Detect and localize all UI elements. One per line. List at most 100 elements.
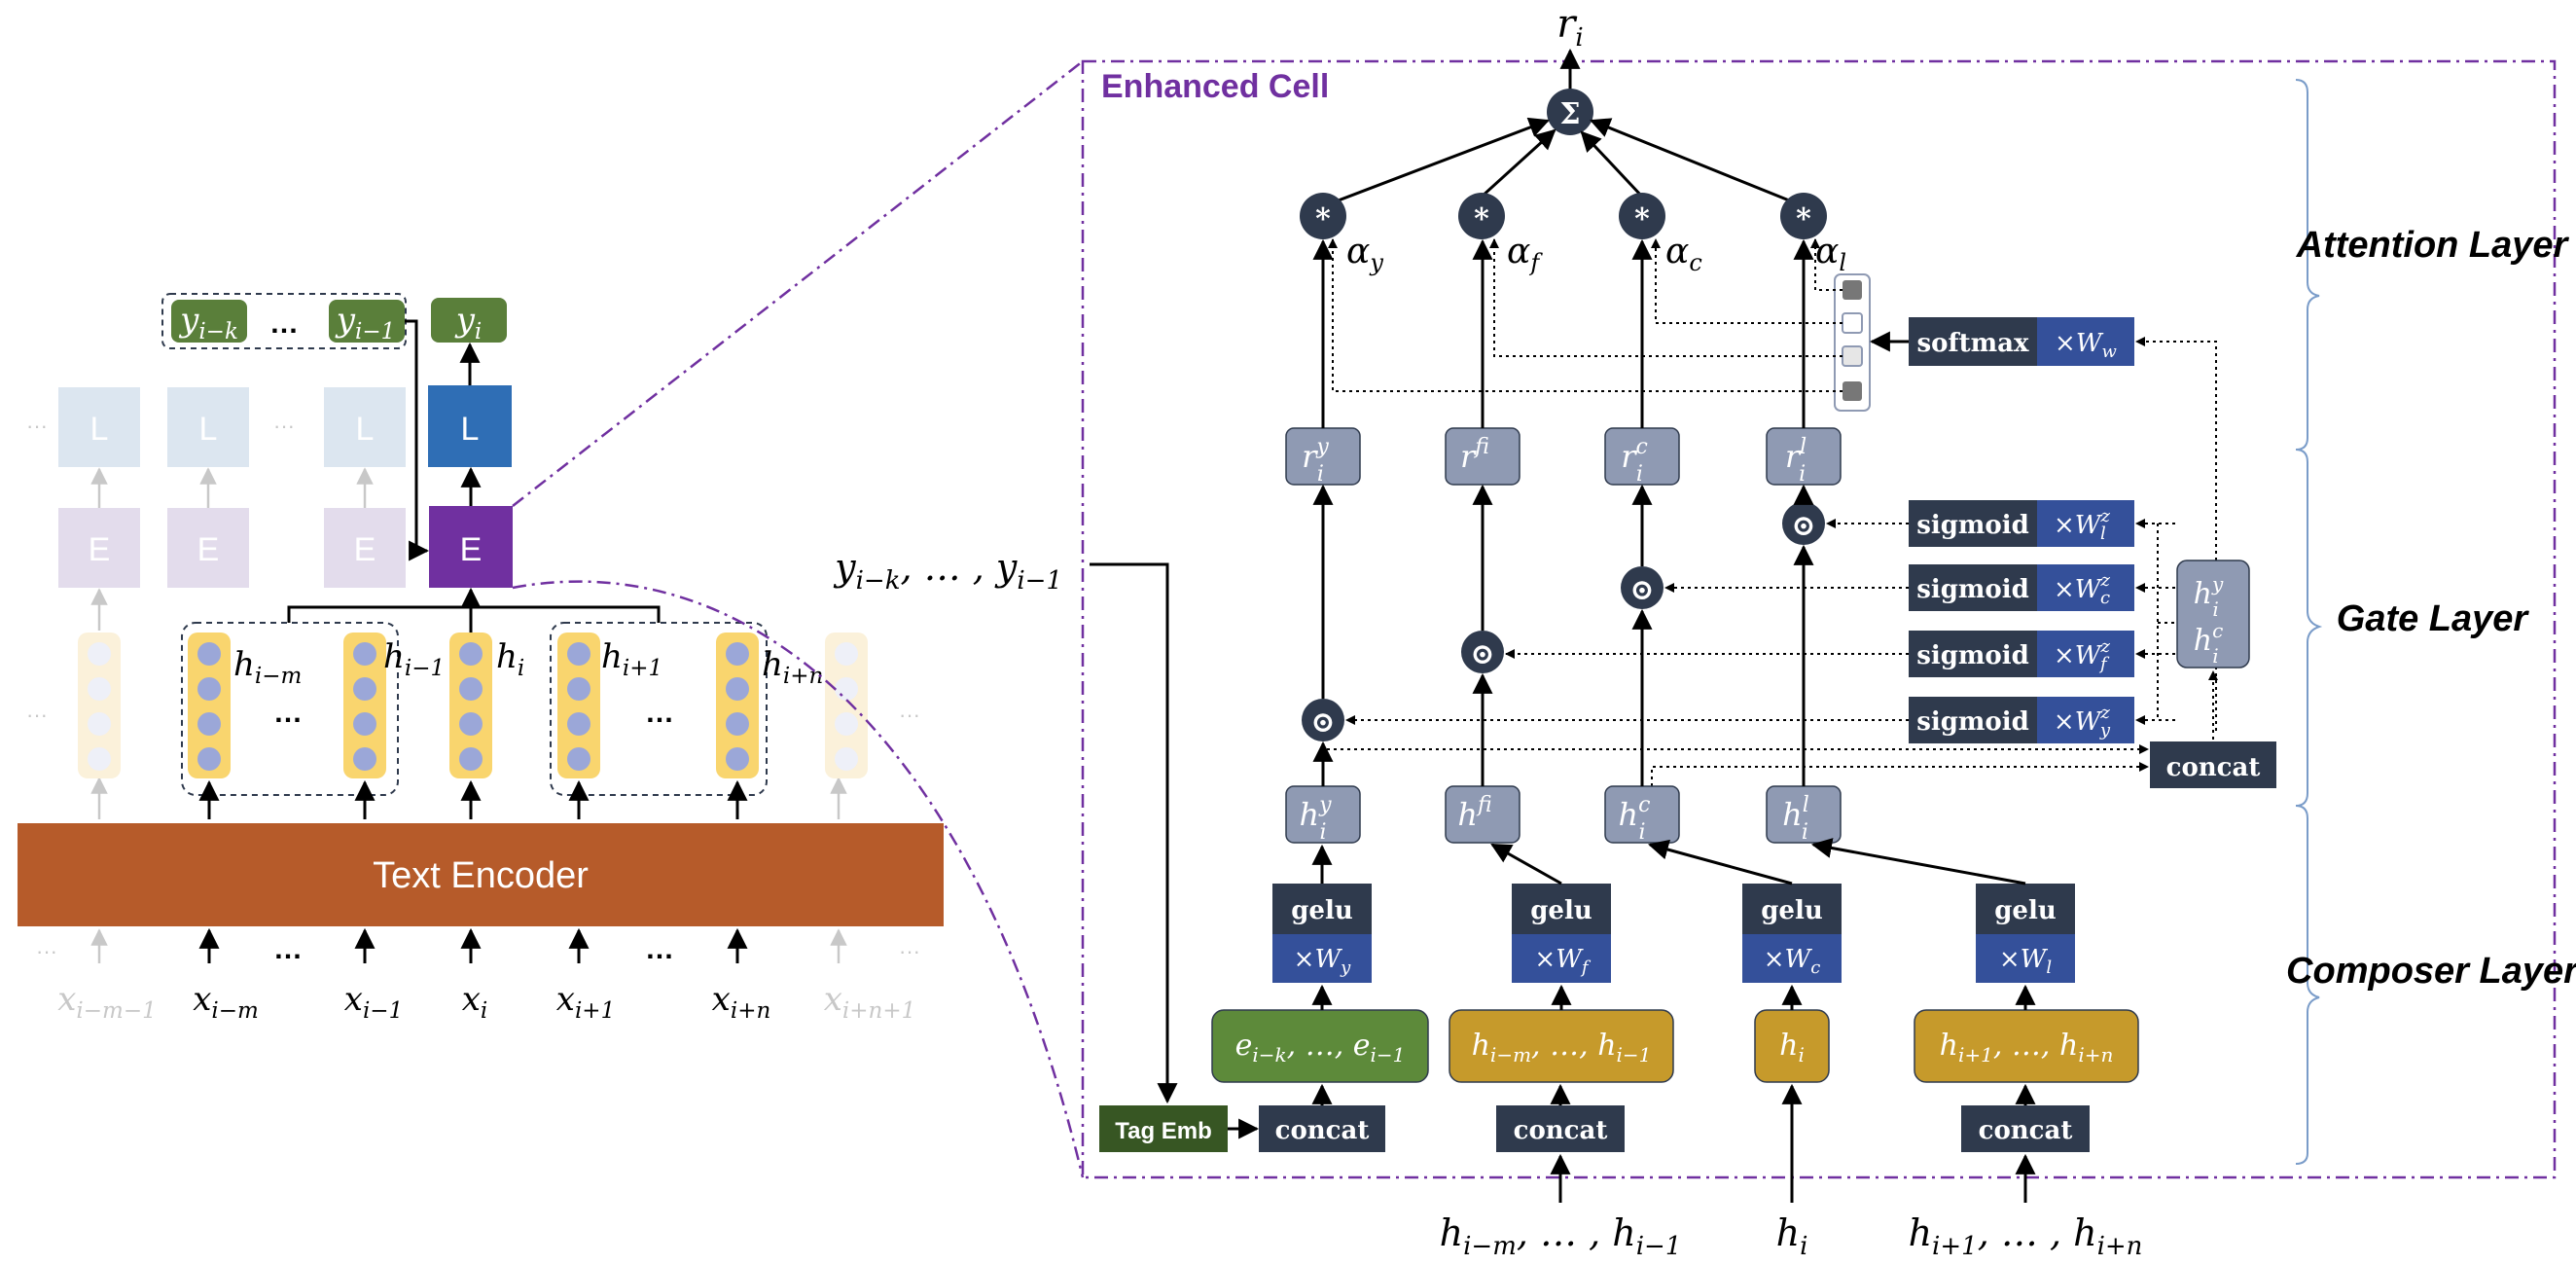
label-y-i-k: yi−k <box>171 300 247 344</box>
svg-text:hi+1, … , hi+n: hi+1, … , hi+n <box>1909 1211 2143 1261</box>
layer-labels: Attention Layer Gate Layer Composer Laye… <box>2286 225 2576 992</box>
svg-text:hi+1: hi+1 <box>601 637 662 681</box>
label-y-i-1: yi−1 <box>329 300 405 344</box>
svg-text:gelu: gelu <box>1530 896 1592 925</box>
hidden-ellipsis-future: … <box>645 697 674 729</box>
bottom-inputs: hi−m, … , hi−1 hi hi+1, … , hi+n <box>1440 1211 2143 1261</box>
tag-emb-block: Tag Emb <box>1099 1105 1228 1152</box>
svg-text:L: L <box>356 411 375 448</box>
encoder-arrows <box>198 779 748 963</box>
prev-labels-input: yi−k, … , yi−1 <box>833 546 1062 596</box>
bottom-arrows <box>1090 562 2036 1203</box>
svg-text:⊙: ⊙ <box>1629 573 1654 607</box>
lstm-cell-3: L <box>324 387 406 467</box>
softmax-block: softmax ×Ww <box>1909 317 2134 366</box>
svg-text:⊙: ⊙ <box>1310 705 1335 740</box>
svg-text:E: E <box>354 531 376 568</box>
svg-text:xi−m: xi−m <box>193 980 259 1024</box>
concat-block-right: concat <box>2150 741 2276 788</box>
svg-text:⊙: ⊙ <box>1791 509 1815 543</box>
labels-ellipsis: … <box>269 307 299 340</box>
text-encoder: Text Encoder <box>18 823 944 926</box>
input-to-gelu-arrows <box>1311 984 2036 1010</box>
input-ellipsis-future: … <box>645 933 674 965</box>
svg-text:Σ: Σ <box>1559 97 1580 131</box>
attention-weight-vector <box>1834 273 1871 412</box>
svg-text:hi+1, …, hi+n: hi+1, …, hi+n <box>1940 1029 2114 1066</box>
svg-text:E: E <box>197 531 220 568</box>
token-columns <box>78 632 868 778</box>
svg-text:×Wl: ×Wl <box>1999 945 2053 978</box>
gelu-to-h-arrows <box>1311 838 2026 886</box>
svg-text:E: E <box>89 531 111 568</box>
svg-text:L: L <box>90 411 109 448</box>
svg-text:hi−1: hi−1 <box>383 637 445 681</box>
concat-to-softmax <box>2135 337 2217 731</box>
svg-text:Text Encoder: Text Encoder <box>373 855 589 896</box>
svg-text:*: * <box>1474 202 1489 236</box>
svg-text:sigmoid: sigmoid <box>1916 575 2029 604</box>
sum-node: Σ <box>1547 89 1593 135</box>
gate-to-r-arrows <box>1312 484 1814 699</box>
svg-text:L: L <box>199 411 218 448</box>
hidden-ellipsis-left: ··· <box>26 703 48 727</box>
attention-mult-nodes: * * * * <box>1300 193 1827 239</box>
faded-arrows <box>90 467 847 963</box>
sigmoid-to-gate-arrows <box>1345 519 2175 725</box>
label-y-i: yi <box>431 298 507 344</box>
layer-brackets <box>2295 79 2323 1165</box>
svg-text:xi+n+1: xi+n+1 <box>824 980 916 1024</box>
svg-text:xi: xi <box>462 980 488 1024</box>
svg-text:Tag Emb: Tag Emb <box>1115 1118 1212 1144</box>
gate-nodes: ⊙ ⊙ ⊙ ⊙ <box>1302 502 1825 741</box>
zoom-lines <box>512 60 1085 1178</box>
enhanced-cell-3: E <box>324 508 406 588</box>
svg-text:αy: αy <box>1346 232 1383 276</box>
attention-flows <box>1328 238 1843 392</box>
svg-text:L: L <box>461 411 480 448</box>
svg-text:xi+1: xi+1 <box>556 980 615 1024</box>
svg-text:concat: concat <box>1514 1116 1608 1145</box>
svg-text:⊙: ⊙ <box>1470 637 1494 671</box>
svg-text:gelu: gelu <box>1291 896 1353 925</box>
svg-text:softmax: softmax <box>1916 329 2029 358</box>
sum-arrows <box>1322 117 1805 208</box>
svg-text:xi−1: xi−1 <box>344 980 403 1024</box>
r-to-mult-arrows <box>1312 238 1814 428</box>
svg-text:gelu: gelu <box>1761 896 1823 925</box>
svg-text:E: E <box>460 531 483 568</box>
concat-blocks-bottom: concat concat concat <box>1259 1105 2090 1152</box>
svg-text:sigmoid: sigmoid <box>1916 511 2029 540</box>
svg-text:xi−m−1: xi−m−1 <box>57 980 157 1024</box>
svg-text:αf: αf <box>1507 232 1543 276</box>
svg-text:*: * <box>1634 202 1650 236</box>
svg-text:sigmoid: sigmoid <box>1916 707 2029 737</box>
lstm-cell-1: L <box>58 387 140 467</box>
enhanced-cell-active: E <box>429 506 513 588</box>
past-hidden-group <box>181 622 399 796</box>
enhanced-cell-title: Enhanced Cell <box>1101 68 1329 105</box>
lstm-ellipsis-left: ··· <box>26 414 48 438</box>
svg-text:*: * <box>1796 202 1811 236</box>
composer-layer-label: Composer Layer <box>2286 951 2576 992</box>
svg-text:hi−m: hi−m <box>233 645 302 689</box>
svg-text:concat: concat <box>2166 753 2261 782</box>
gelu-blocks: gelu ×Wy gelu ×Wf gelu ×Wc gelu ×Wl <box>1272 884 2075 983</box>
svg-text:×Wzf: ×Wzf <box>2054 636 2111 674</box>
input-ellipsis-right: ··· <box>899 939 920 963</box>
gate-layer-label: Gate Layer <box>2337 598 2530 639</box>
composer-inputs: ei−k, …, ei−1 hi−m, …, hi−1 hi hi+1, …, … <box>1211 1009 2139 1083</box>
svg-text:concat: concat <box>1275 1116 1370 1145</box>
svg-text:*: * <box>1315 202 1331 236</box>
h-to-concat-lines <box>1322 744 2149 786</box>
svg-text:αl: αl <box>1815 232 1846 276</box>
svg-text:gelu: gelu <box>1994 896 2057 925</box>
sequence-model: yi−k … yi−1 yi ··· L L ··· L L E E E E <box>18 293 944 1024</box>
svg-text:×Wzc: ×Wzc <box>2054 570 2111 608</box>
input-ellipsis-left: ··· <box>36 939 57 963</box>
r-boxes: ryi rfi rci rli <box>1285 427 1842 487</box>
input-ellipsis-past: … <box>273 933 303 965</box>
